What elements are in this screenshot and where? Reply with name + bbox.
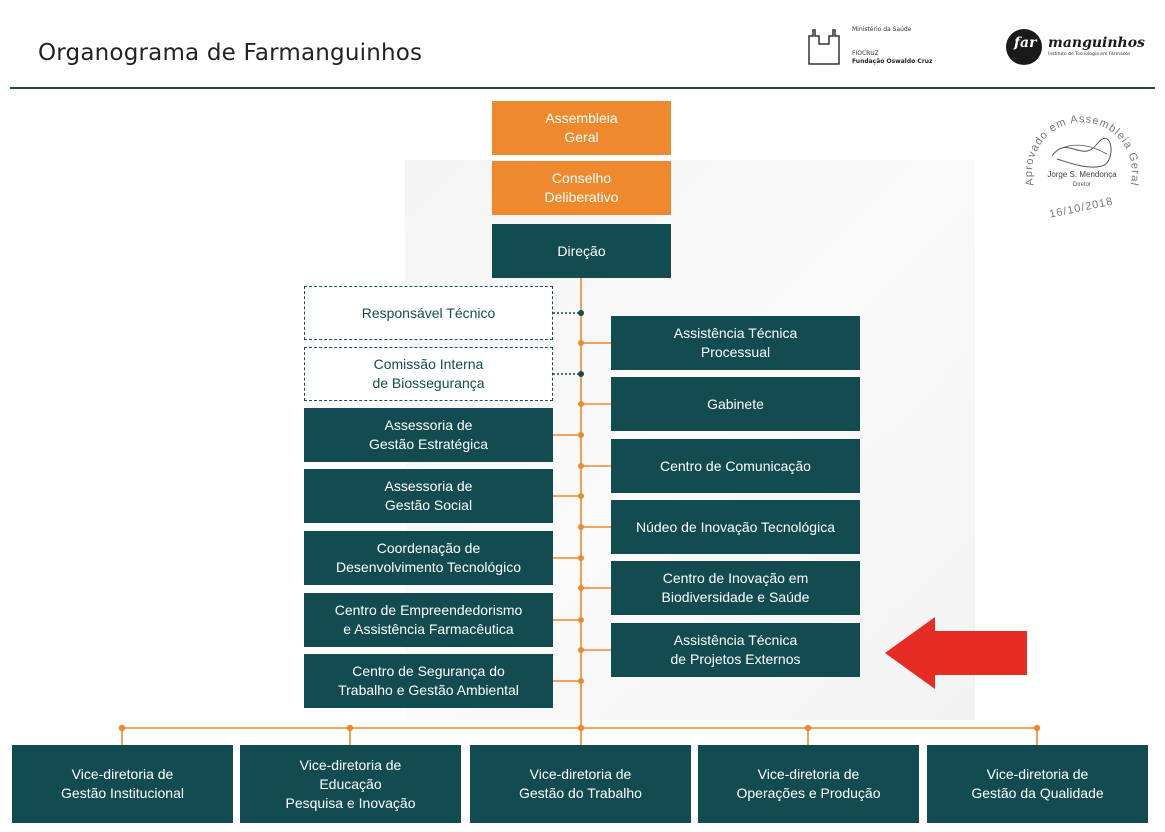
farmanguinhos-subtitle: Instituto de Tecnologia em Fármacos [1048, 52, 1131, 57]
header-divider [10, 87, 1155, 89]
node-assessoria-gestao-estrategica: Assessoria de Gestão Estratégica [304, 408, 553, 462]
farmanguinhos-logo: far manguinhos Instituto de Tecnologia e… [1006, 29, 1145, 73]
approval-stamp: Aprovado em Assembleia Geral Jorge S. Me… [1023, 113, 1140, 220]
farmanguinhos-brand-b: manguinhos [1048, 35, 1145, 51]
node-direcao: Direção [492, 224, 671, 278]
node-assistencia-projetos-externos: Assistência Técnica de Projetos Externos [611, 623, 860, 677]
node-assessoria-gestao-social: Assessoria de Gestão Social [304, 469, 553, 523]
node-conselho-deliberativo: Conselho Deliberativo [492, 161, 671, 215]
node-gabinete: Gabinete [611, 377, 860, 431]
left-arrow-icon [885, 617, 1027, 689]
farmanguinhos-brand-a: far [1014, 35, 1037, 51]
node-centro-seguranca-trabalho: Centro de Segurança do Trabalho e Gestão… [304, 654, 553, 708]
node-centro-inovacao-biodiversidade: Centro de Inovação em Biodiversidade e S… [611, 561, 860, 615]
fiocruz-castle-icon [808, 29, 840, 65]
node-assistencia-tecnica-processual: Assistência Técnica Processual [611, 316, 860, 370]
stamp-name: Jorge S. Mendonça [1047, 170, 1117, 179]
node-vice-gestao-qualidade: Vice-diretoria de Gestão da Qualidade [927, 745, 1148, 823]
node-responsavel-tecnico: Responsável Técnico [304, 286, 553, 340]
node-coordenacao-desenvolvimento: Coordenação de Desenvolvimento Tecnológi… [304, 531, 553, 585]
signature-icon [1051, 137, 1112, 168]
node-assembleia-geral: Assembleia Geral [492, 101, 671, 155]
ministerio-label: Ministério da Saúde [852, 26, 912, 33]
node-centro-empreendedorismo: Centro de Empreendedorismo e Assistência… [304, 593, 553, 647]
fundacao-label: Fundação Oswaldo Cruz [852, 58, 933, 65]
farmanguinhos-circle-icon [1006, 29, 1042, 65]
ministerio-saude-logo: Ministério da Saúde FIOCRUZ Fundação Osw… [806, 24, 956, 74]
stamp-role: Diretor [1073, 182, 1091, 188]
node-comissao-biosseguranca: Comissão Interna de Biossegurança [304, 347, 553, 401]
node-centro-comunicacao: Centro de Comunicação [611, 439, 860, 493]
fiocruz-label: FIOCRUZ [852, 50, 879, 57]
node-vice-gestao-institucional: Vice-diretoria de Gestão Institucional [12, 745, 233, 823]
node-vice-educacao-pesquisa: Vice-diretoria de Educação Pesquisa e In… [240, 745, 461, 823]
node-vice-operacoes-producao: Vice-diretoria de Operações e Produção [698, 745, 919, 823]
page-title: Organograma de Farmanguinhos [38, 40, 423, 66]
node-vice-gestao-trabalho: Vice-diretoria de Gestão do Trabalho [470, 745, 691, 823]
node-nucleo-inovacao-tecnologica: Núdeo de Inovação Tecnológica [611, 500, 860, 554]
